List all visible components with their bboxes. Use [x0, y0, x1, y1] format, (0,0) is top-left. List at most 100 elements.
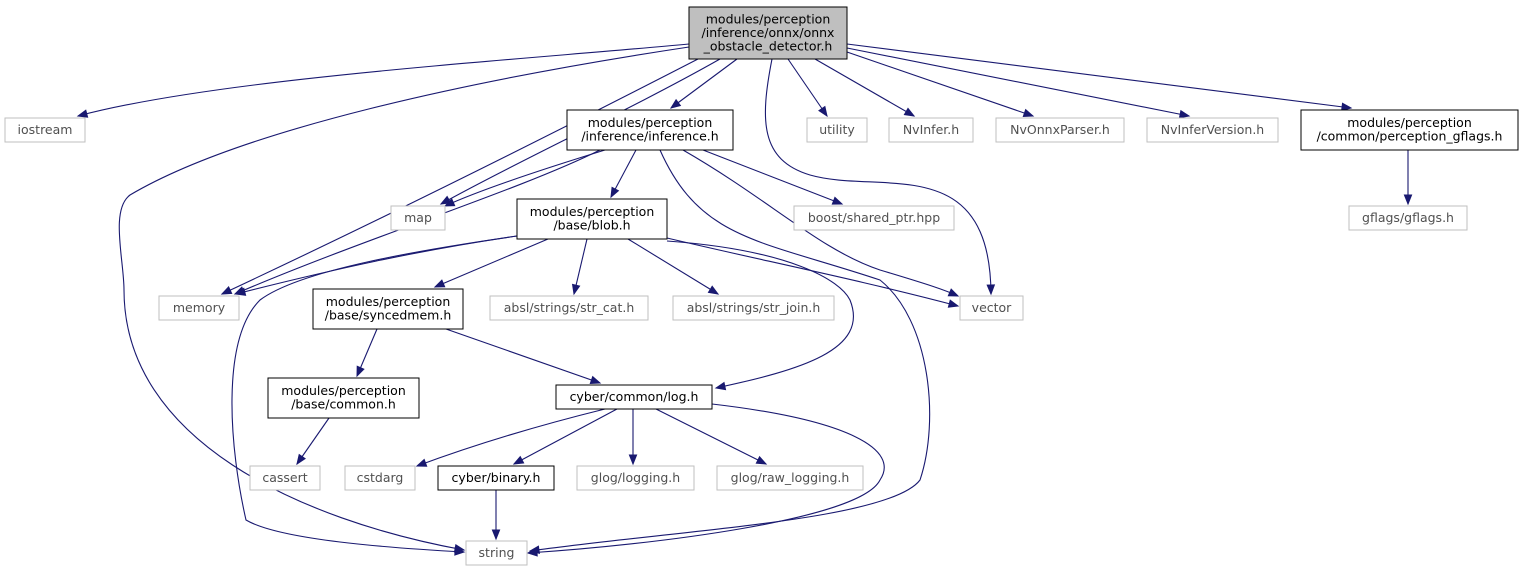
edge-blob-to-strjoin: [627, 238, 720, 295]
node-label-line: iostream: [18, 122, 73, 137]
node-label-line: map: [404, 210, 432, 225]
edge-inference-to-map: [443, 149, 606, 207]
arrowhead: [1022, 108, 1035, 118]
edge-inference-to-vector: [682, 149, 960, 297]
arrowhead: [220, 286, 233, 295]
edge-root-to-gflagsh: [846, 43, 1353, 112]
node-string: string: [465, 540, 528, 566]
node-box: [465, 540, 528, 566]
node-label-line: gflags/gflags.h: [1362, 210, 1454, 225]
arrowhead: [986, 284, 996, 296]
node-label-line: /common/perception_gflags.h: [1317, 129, 1503, 144]
node-label-line: utility: [819, 122, 855, 137]
arrowhead: [755, 455, 768, 465]
node-blob[interactable]: modules/perception/base/blob.h: [516, 198, 668, 240]
node-box: [4, 117, 86, 143]
node-inference[interactable]: modules/perception/inference/inference.h: [566, 109, 734, 151]
edge-line: [221, 58, 699, 295]
node-common[interactable]: modules/perception/base/common.h: [267, 377, 420, 419]
node-box: [249, 465, 321, 491]
node-label-line: NvOnnxParser.h: [1010, 122, 1110, 137]
edge-line: [527, 403, 885, 554]
node-label-line: /base/common.h: [291, 397, 396, 412]
node-iostream: iostream: [4, 117, 86, 143]
node-box: [1300, 109, 1519, 151]
arrowhead: [234, 287, 247, 296]
edge-root-to-iostream: [76, 43, 690, 118]
node-label-line: absl/strings/str_join.h: [687, 300, 821, 315]
node-box: [806, 117, 868, 143]
node-glog: glog/logging.h: [576, 465, 695, 491]
node-gflags: gflags/gflags.h: [1348, 205, 1468, 231]
arrowhead: [443, 198, 456, 207]
node-syncedmem[interactable]: modules/perception/base/syncedmem.h: [312, 288, 464, 330]
node-nvinfer: NvInfer.h: [888, 117, 974, 143]
node-label-line: string: [479, 545, 515, 560]
node-binary[interactable]: cyber/binary.h: [437, 465, 555, 491]
node-nvonnx: NvOnnxParser.h: [995, 117, 1125, 143]
node-label-line: memory: [173, 300, 226, 315]
edge-line: [702, 149, 843, 205]
node-label-line: cstdarg: [357, 470, 404, 485]
arrowhead: [1341, 102, 1353, 112]
arrowhead: [589, 375, 602, 384]
edge-log-to-string: [526, 403, 885, 557]
node-box: [344, 465, 416, 491]
edge-line: [814, 58, 915, 117]
edge-line: [655, 408, 767, 465]
node-label-line: cyber/common/log.h: [570, 389, 699, 404]
node-box: [1146, 117, 1279, 143]
arrowhead: [433, 279, 446, 288]
node-box: [716, 465, 864, 491]
arrowhead: [296, 453, 306, 466]
edge-line: [231, 235, 518, 553]
edge-line: [670, 58, 738, 109]
arrowhead: [714, 381, 727, 391]
arrowhead: [454, 547, 466, 556]
node-box: [888, 117, 974, 143]
edge-blob-to-string: [231, 235, 518, 556]
arrowhead: [76, 109, 89, 118]
node-box: [555, 384, 713, 410]
node-label-line: NvInfer.h: [903, 122, 959, 137]
node-label-line: modules/perception: [706, 11, 831, 26]
node-cstdarg: cstdarg: [344, 465, 416, 491]
node-box: [576, 465, 695, 491]
arrowhead: [571, 283, 581, 296]
edges-layer: [76, 43, 1413, 557]
edge-syncedmem-to-common: [356, 328, 378, 378]
edge-line: [445, 328, 601, 384]
edge-line: [513, 408, 618, 465]
edge-syncedmem-to-log: [445, 328, 602, 384]
node-root[interactable]: modules/perception/inference/onnx/onnx_o…: [688, 6, 848, 60]
node-log[interactable]: cyber/common/log.h: [555, 384, 713, 410]
edge-line: [787, 58, 828, 117]
arrowhead: [1178, 109, 1191, 119]
node-gflagsh[interactable]: modules/perception/common/perception_gfl…: [1300, 109, 1519, 151]
node-label-line: modules/perception: [281, 383, 406, 398]
node-box: [390, 205, 446, 231]
edge-log-to-rawlog: [655, 408, 768, 465]
edge-log-to-binary: [512, 408, 618, 465]
arrowhead: [707, 285, 720, 295]
node-label-line: cassert: [262, 470, 307, 485]
node-map: map: [390, 205, 446, 231]
edge-gflagsh-to-gflags: [1403, 150, 1413, 206]
node-label-line: NvInferVersion.h: [1161, 122, 1264, 137]
arrowhead: [947, 288, 960, 297]
node-label-line: glog/raw_logging.h: [731, 470, 850, 485]
edge-root-to-nvinferver: [846, 47, 1191, 119]
arrowhead: [526, 548, 538, 557]
node-label-line: glog/logging.h: [591, 470, 680, 485]
node-vector: vector: [959, 295, 1024, 321]
node-label-line: modules/perception: [1347, 115, 1472, 130]
edge-blob-to-memory: [234, 235, 518, 296]
edge-line: [434, 238, 549, 288]
node-label-line: modules/perception: [326, 294, 451, 309]
edge-line: [846, 51, 1034, 117]
node-box: [688, 6, 848, 60]
node-box: [516, 198, 668, 240]
edge-root-to-nvonnx: [846, 51, 1035, 118]
node-box: [267, 377, 420, 419]
node-strcat: absl/strings/str_cat.h: [489, 295, 649, 321]
